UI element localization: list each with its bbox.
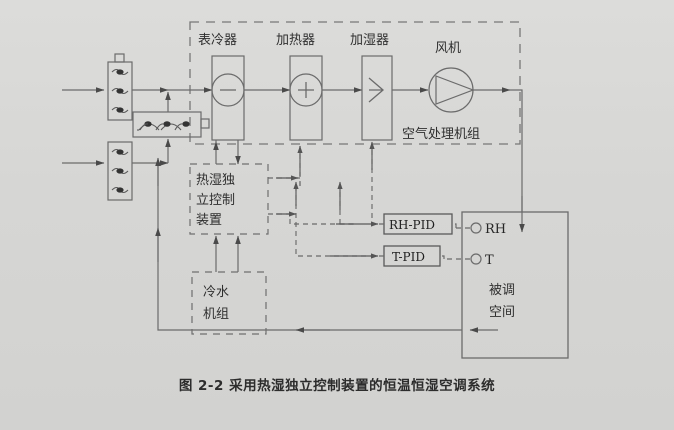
mixing-damper-actuator [200,118,210,129]
sig-t-pid-in [440,255,445,259]
heater-body [289,55,323,141]
ahu-enclosure-label: 空气处理机组 [402,126,480,142]
sig-rh-pid-in [452,223,457,228]
conditioned-space-label-2: 空间 [489,305,515,320]
supply-duct [510,89,523,212]
figure-caption: 图 2-2 采用热湿独立控制装置的恒温恒湿空调系统 [178,378,496,394]
humidifier-symbol [368,77,384,103]
control-signal-arrows [276,141,379,259]
control-device-label-2: 立控制 [196,193,235,208]
sig-device-out-lower [268,213,356,225]
cooling-coil-label: 表冷器 [198,33,237,48]
t-pid-label[interactable]: T-PID [392,250,425,264]
control-signal-lines [268,146,470,260]
fan-label: 风机 [435,41,461,56]
sig-rhpid-to-humidifier [371,146,384,225]
return-duct [157,166,462,331]
return-air-damper [107,141,133,201]
humidifier-label: 加湿器 [350,33,389,48]
rh-pid-label[interactable]: RH-PID [389,218,435,232]
ahu-enclosure [189,21,521,145]
conditioned-space [461,211,569,359]
mixing-damper-blades [139,123,184,131]
damper-blade-dots [116,69,190,193]
t-sensor-label: T [485,253,494,268]
sig-device-out-upper [268,177,301,186]
fresh-air-damper-actuator [114,53,125,63]
humidifier-body [361,55,393,141]
control-device-box [189,163,269,235]
fan-impeller [435,75,475,105]
chiller-box [191,271,267,335]
conditioned-space-label-1: 被调 [489,283,515,298]
chiller-label-2: 机组 [203,307,229,322]
damper-blades [111,68,182,194]
chiller-label-1: 冷水 [203,285,229,300]
control-device-label-1: 热湿独 [196,173,235,188]
heater-label: 加热器 [276,33,315,48]
rh-sensor-label: RH [485,222,506,237]
cooling-coil-body [211,55,245,141]
control-device-label-3: 装置 [196,213,222,228]
rh-sensor-dot [470,222,482,234]
t-sensor-dot [470,253,482,265]
